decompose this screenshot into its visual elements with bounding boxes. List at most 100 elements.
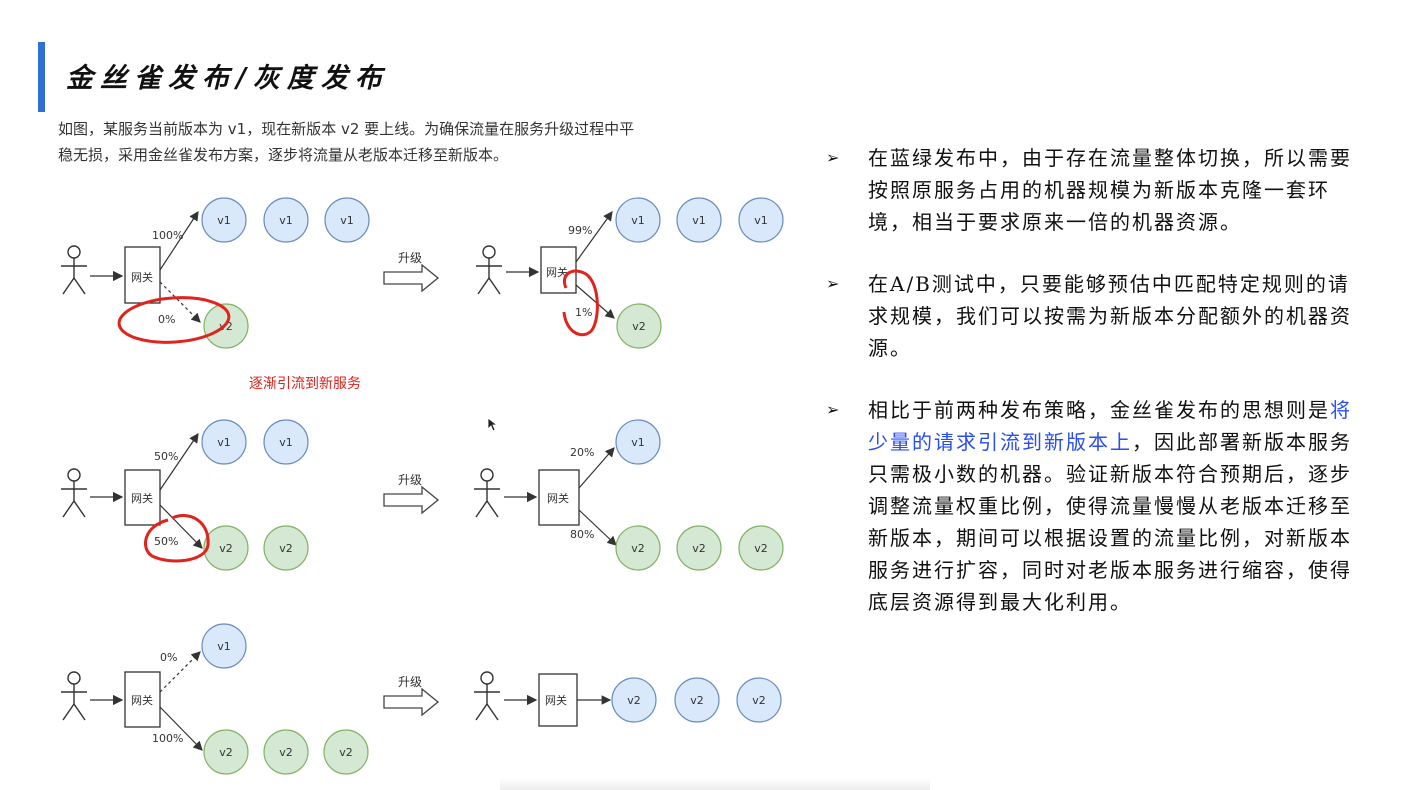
gateway-label: 网关 (545, 693, 567, 707)
red-annotation-circle (117, 296, 231, 344)
bullet-text: 在蓝绿发布中，由于存在流量整体切换，所以需要按照原服务占用的机器规模为新版本克隆… (868, 146, 1352, 234)
mouse-cursor-icon (487, 417, 499, 432)
gateway-box (124, 469, 161, 526)
upgrade-label: 升级 (398, 473, 422, 487)
user-figure (473, 671, 501, 721)
v2-node (616, 303, 662, 349)
user-figure (60, 671, 88, 721)
v1-label: v1 (217, 436, 231, 449)
v2-label: v2 (279, 746, 293, 759)
v1-label: v1 (631, 214, 645, 227)
v1-label: v1 (631, 436, 645, 449)
gateway-label: 网关 (547, 491, 569, 505)
v1-node (201, 623, 247, 669)
v2-node (203, 525, 249, 571)
bullet-item: ➢ 在A/B测试中，只要能够预估中匹配特定规则的请求规模，我们可以按需为新版本分… (826, 268, 1366, 364)
user-figure (60, 468, 88, 518)
gateway-box (124, 671, 161, 728)
v2-node (323, 729, 369, 775)
bullet-text-pre: 相比于前两种发布策略，金丝雀发布的思想则是 (868, 398, 1330, 422)
v1-node (263, 197, 309, 243)
upgrade-arrow (383, 688, 439, 716)
v2-label: v2 (219, 320, 233, 333)
v1-label: v1 (279, 214, 293, 227)
v2-node (615, 525, 661, 571)
v1-node (615, 197, 661, 243)
v1-node (324, 197, 370, 243)
v2-label: v2 (219, 746, 233, 759)
gateway-label: 网关 (131, 693, 153, 707)
v2-label: v2 (752, 694, 766, 707)
v2-label: v2 (219, 542, 233, 555)
v2-label: v2 (627, 694, 641, 707)
pct-label: 100% (152, 229, 183, 242)
v1-node (201, 197, 247, 243)
pct-label: 20% (570, 446, 594, 459)
v2-node (263, 525, 309, 571)
v2-node (736, 677, 782, 723)
bullet-list: ➢ 在蓝绿发布中，由于存在流量整体切换，所以需要按照原服务占用的机器规模为新版本… (826, 142, 1366, 648)
v2-node (263, 729, 309, 775)
v1-label: v1 (279, 436, 293, 449)
pct-label: 1% (575, 306, 592, 319)
gateway-label: 网关 (131, 270, 153, 284)
v2-label: v2 (690, 694, 704, 707)
bullet-arrow-icon: ➢ (826, 274, 842, 293)
bullet-item: ➢ 在蓝绿发布中，由于存在流量整体切换，所以需要按照原服务占用的机器规模为新版本… (826, 142, 1366, 238)
v2-node (676, 525, 722, 571)
user-figure (60, 245, 88, 295)
v2-label: v2 (339, 746, 353, 759)
v1-label: v1 (217, 640, 231, 653)
pct-label: 0% (158, 313, 175, 326)
user-figure (475, 245, 503, 295)
pct-label: 99% (568, 224, 592, 237)
v1-label: v1 (754, 214, 768, 227)
pct-label: 100% (152, 732, 183, 745)
intro-line-1: 如图，某服务当前版本为 v1，现在新版本 v2 要上线。为确保流量在服务升级过程… (58, 120, 635, 138)
v1-label: v1 (340, 214, 354, 227)
gateway-box (538, 469, 580, 526)
row3-left: 网关 0% 100% v1 v2 v2 v2 (60, 623, 369, 775)
v2-label: v2 (279, 542, 293, 555)
bottom-shadow (500, 778, 930, 790)
page-title: 金丝雀发布/灰度发布 (66, 63, 389, 94)
intro-text: 如图，某服务当前版本为 v1，现在新版本 v2 要上线。为确保流量在服务升级过程… (58, 116, 798, 168)
intro-line-2: 稳无损，采用金丝雀发布方案，逐步将流量从老版本迁移至新版本。 (58, 146, 509, 164)
v2-label: v2 (692, 542, 706, 555)
v1-label: v1 (692, 214, 706, 227)
v1-node (615, 419, 661, 465)
pct-label: 50% (154, 450, 178, 463)
canary-release-diagram: 网关 100% 0% v1 v1 v1 v2 升级 网关 99% 1% v1 v… (60, 197, 784, 775)
bullet-arrow-icon: ➢ (826, 148, 842, 167)
gateway-box (540, 246, 577, 294)
pct-label: 0% (160, 651, 177, 664)
v2-label: v2 (631, 542, 645, 555)
upgrade-arrow (383, 264, 439, 292)
v1-node (263, 419, 309, 465)
gateway-label: 网关 (546, 265, 568, 279)
bullet-text-post: ，因此部署新版本服务只需极小数的机器。验证新版本符合预期后，逐步调整流量权重比例… (868, 430, 1352, 614)
v1-label: v1 (217, 214, 231, 227)
v2-node (674, 677, 720, 723)
v2-node (738, 525, 784, 571)
upgrade-label: 升级 (398, 675, 422, 689)
red-annotation-circle (143, 514, 210, 563)
bullet-highlight-text: 将少量的请求引流到新版本上 (868, 398, 1352, 454)
row1-right: 网关 99% 1% v1 v1 v1 v2 (475, 197, 784, 349)
v1-node (738, 197, 784, 243)
pct-label: 80% (570, 528, 594, 541)
user-figure (473, 468, 501, 518)
row3-right: 网关 v2 v2 v2 (473, 671, 782, 727)
gateway-label: 网关 (131, 491, 153, 505)
bullet-text: 在A/B测试中，只要能够预估中匹配特定规则的请求规模，我们可以按需为新版本分配额… (868, 272, 1352, 360)
v2-node (203, 729, 249, 775)
row2-right: 网关 20% 80% v1 v2 v2 v2 (473, 419, 784, 571)
v2-node (611, 677, 657, 723)
upgrade-arrow (383, 486, 439, 514)
v1-node (676, 197, 722, 243)
row1-left: 网关 100% 0% v1 v1 v1 v2 (60, 197, 370, 349)
red-annotation-circle (562, 269, 599, 336)
gateway-box (538, 673, 578, 727)
bullet-item: ➢ 相比于前两种发布策略，金丝雀发布的思想则是将少量的请求引流到新版本上，因此部… (826, 394, 1366, 618)
v2-label: v2 (632, 320, 646, 333)
